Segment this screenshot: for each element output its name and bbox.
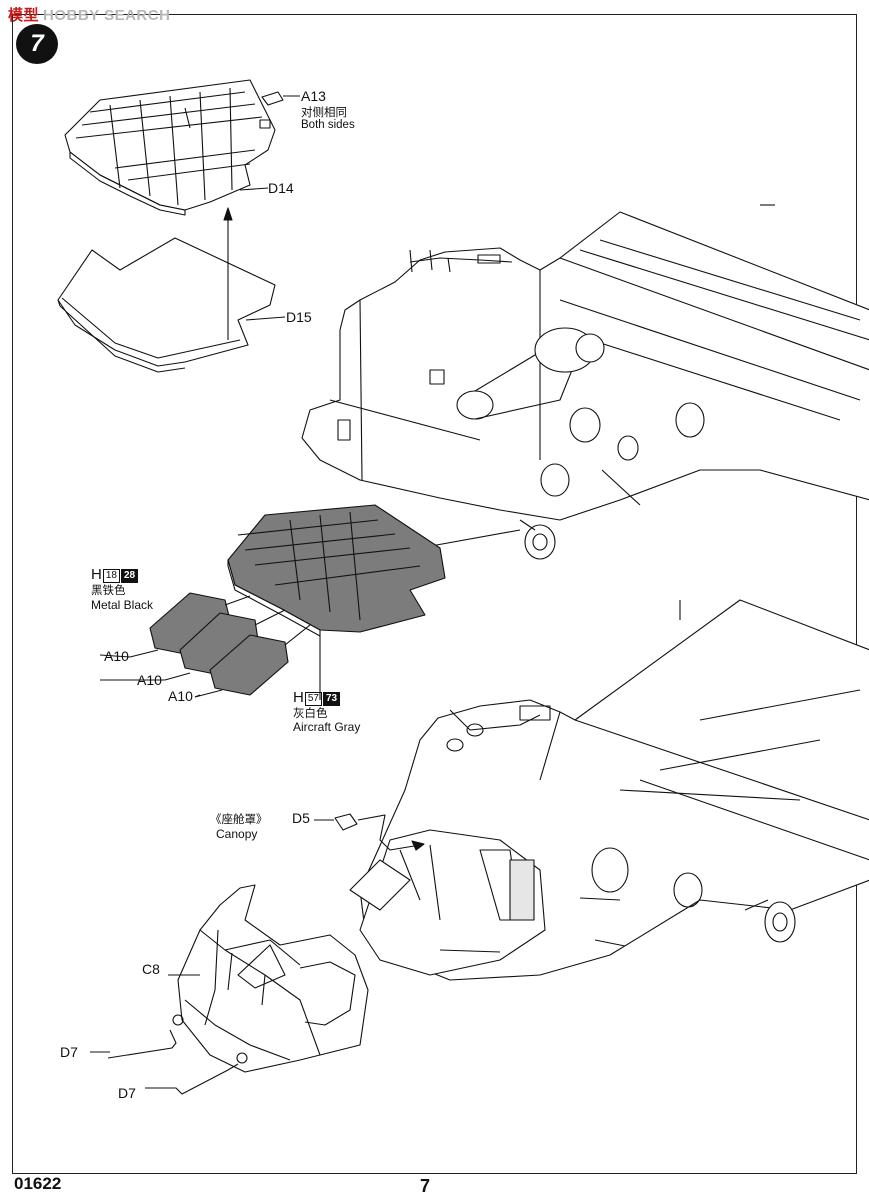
part-a10-pads [129,592,311,698]
label-a10-3: A10 [168,688,193,704]
label-d7-lower: D7 [118,1085,136,1101]
label-d7-upper: D7 [60,1044,78,1060]
canopy-title-cn: 《座舱罩》 [210,814,268,826]
paint-aircraft-gray-cn: 灰白色 [293,708,328,720]
paint-aircraft-gray-en: Aircraft Gray [293,720,361,734]
helicopter-upper [301,211,869,560]
paint-metal-black-en: Metal Black [91,598,154,612]
label-d15: D15 [286,309,312,325]
part-d7-upper [107,1029,177,1059]
label-d14: D14 [268,180,294,196]
label-d5: D5 [292,810,310,826]
part-a13 [261,91,284,106]
label-c8: C8 [142,961,160,977]
label-a10-2: A10 [137,672,162,688]
part-d14-floor-panel [64,79,276,216]
part-c8-canopy [168,884,369,1073]
part-d5 [334,813,358,831]
canopy-title-en: Canopy [216,827,258,841]
page-number: 7 [420,1176,431,1196]
step-number-badge: 7 [16,24,58,64]
kit-code: 01622 [14,1174,62,1193]
label-a13: A13 [301,88,326,104]
label-a10-1: A10 [104,648,129,664]
paint-metal-black-cn: 黑铁色 [91,585,126,597]
page-frame [12,14,857,1174]
label-a13-note-en: Both sides [301,119,355,131]
part-d15-floor-shell [57,237,276,373]
helicopter-lower [349,599,869,981]
label-a13-note-cn: 对侧相同 [301,107,347,119]
floor-panel-painted [227,504,446,700]
part-d7-lower [145,1063,239,1095]
